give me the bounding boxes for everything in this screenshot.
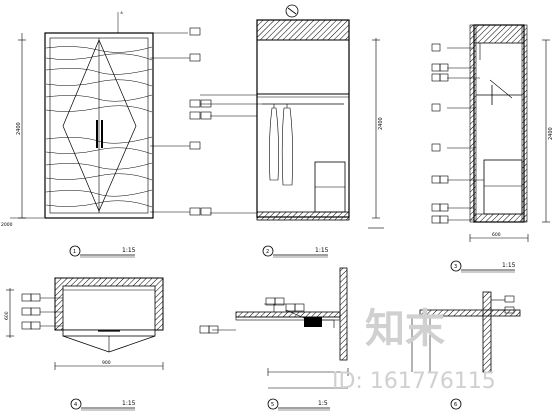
v2-height-dim: 2400: [378, 117, 384, 130]
view-1-door-elevation: 2400 2000 ± 1 1:15: [1, 10, 212, 258]
material-tag: [21, 293, 41, 330]
material-tag: [431, 43, 449, 224]
view-6-number: 6: [454, 402, 457, 408]
watermark: 知末 ID: 161776115: [332, 306, 496, 394]
material-tag: [189, 27, 212, 216]
material-tag: [504, 295, 515, 314]
view-4-number: 4: [74, 402, 77, 408]
view-5-shelf-detail: 5 1:5: [199, 267, 349, 411]
v4-width-dim: 900: [102, 360, 111, 366]
material-tag: [199, 297, 305, 334]
view-2-number: 2: [266, 249, 269, 255]
material-tag: [189, 99, 212, 120]
view-2-scale: 1:15: [315, 247, 329, 254]
watermark-logo: 知末: [365, 306, 445, 352]
view-5-scale: 1:5: [318, 400, 328, 407]
view-2-interior-section: 2400 2 1:15: [189, 4, 384, 258]
view-1-number-circle: [69, 245, 81, 257]
watermark-id: ID: 161776115: [332, 369, 496, 394]
view-3-number: 3: [454, 264, 457, 270]
v4-depth-dim: 600: [4, 311, 10, 320]
v1-floor-dim: 2000: [1, 222, 13, 228]
view-5-number: 5: [271, 402, 274, 408]
v3-height-dim: 2400: [548, 127, 554, 140]
view-3-scale: 1:15: [502, 262, 516, 269]
view-6-corner-detail: 6: [411, 291, 521, 410]
svg-text:±: ±: [120, 10, 123, 15]
v1-height-dim: 2400: [16, 122, 22, 135]
v3-width-dim: 600: [492, 232, 501, 238]
view-4-scale: 1:15: [122, 400, 136, 407]
view-1-scale: 1:15: [122, 247, 136, 254]
view-4-plan: 600 900 4 1:15: [4, 277, 164, 411]
view-3-side-section: 2400 600 3 1:15: [431, 24, 554, 273]
view-1-number: 1: [73, 249, 76, 255]
